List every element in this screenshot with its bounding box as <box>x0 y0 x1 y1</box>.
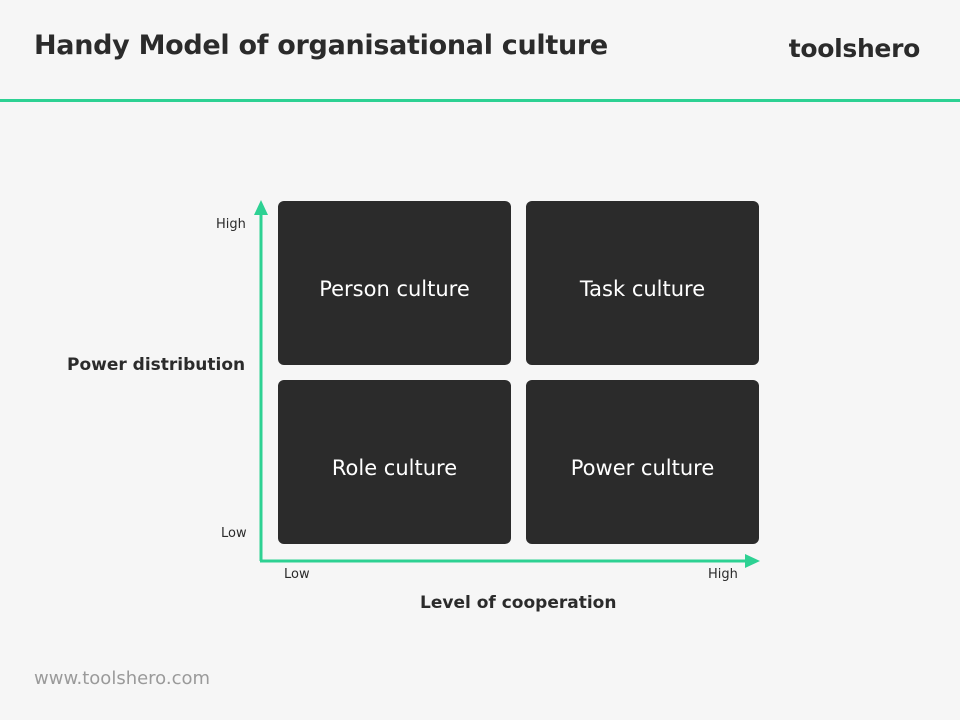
quadrant-label: Task culture <box>579 277 706 301</box>
y-axis-arrow-icon <box>254 200 268 215</box>
y-axis-low-label: Low <box>221 526 247 541</box>
page-title: Handy Model of organisational culture <box>34 30 608 61</box>
quadrant-power-culture: Power culture <box>526 380 759 544</box>
brand-logo[interactable]: toolshero <box>788 34 921 63</box>
x-axis-arrow-icon <box>745 554 760 568</box>
header-divider <box>0 99 960 102</box>
quadrant-person-culture: Person culture <box>278 201 511 365</box>
x-axis-title: Level of cooperation <box>420 593 617 613</box>
y-axis-title: Power distribution <box>67 355 246 375</box>
quadrant-task-culture: Task culture <box>526 201 759 365</box>
quadrant-label: Power culture <box>570 456 715 480</box>
y-axis <box>254 200 268 561</box>
quadrant-label: Role culture <box>331 456 458 480</box>
quadrant-label: Person culture <box>319 277 470 301</box>
x-axis-low-label: Low <box>284 567 310 582</box>
y-axis-high-label: High <box>216 217 246 232</box>
footer-url[interactable]: www.toolshero.com <box>34 668 211 689</box>
x-axis <box>260 554 760 568</box>
quadrant-role-culture: Role culture <box>278 380 511 544</box>
x-axis-high-label: High <box>708 567 738 582</box>
